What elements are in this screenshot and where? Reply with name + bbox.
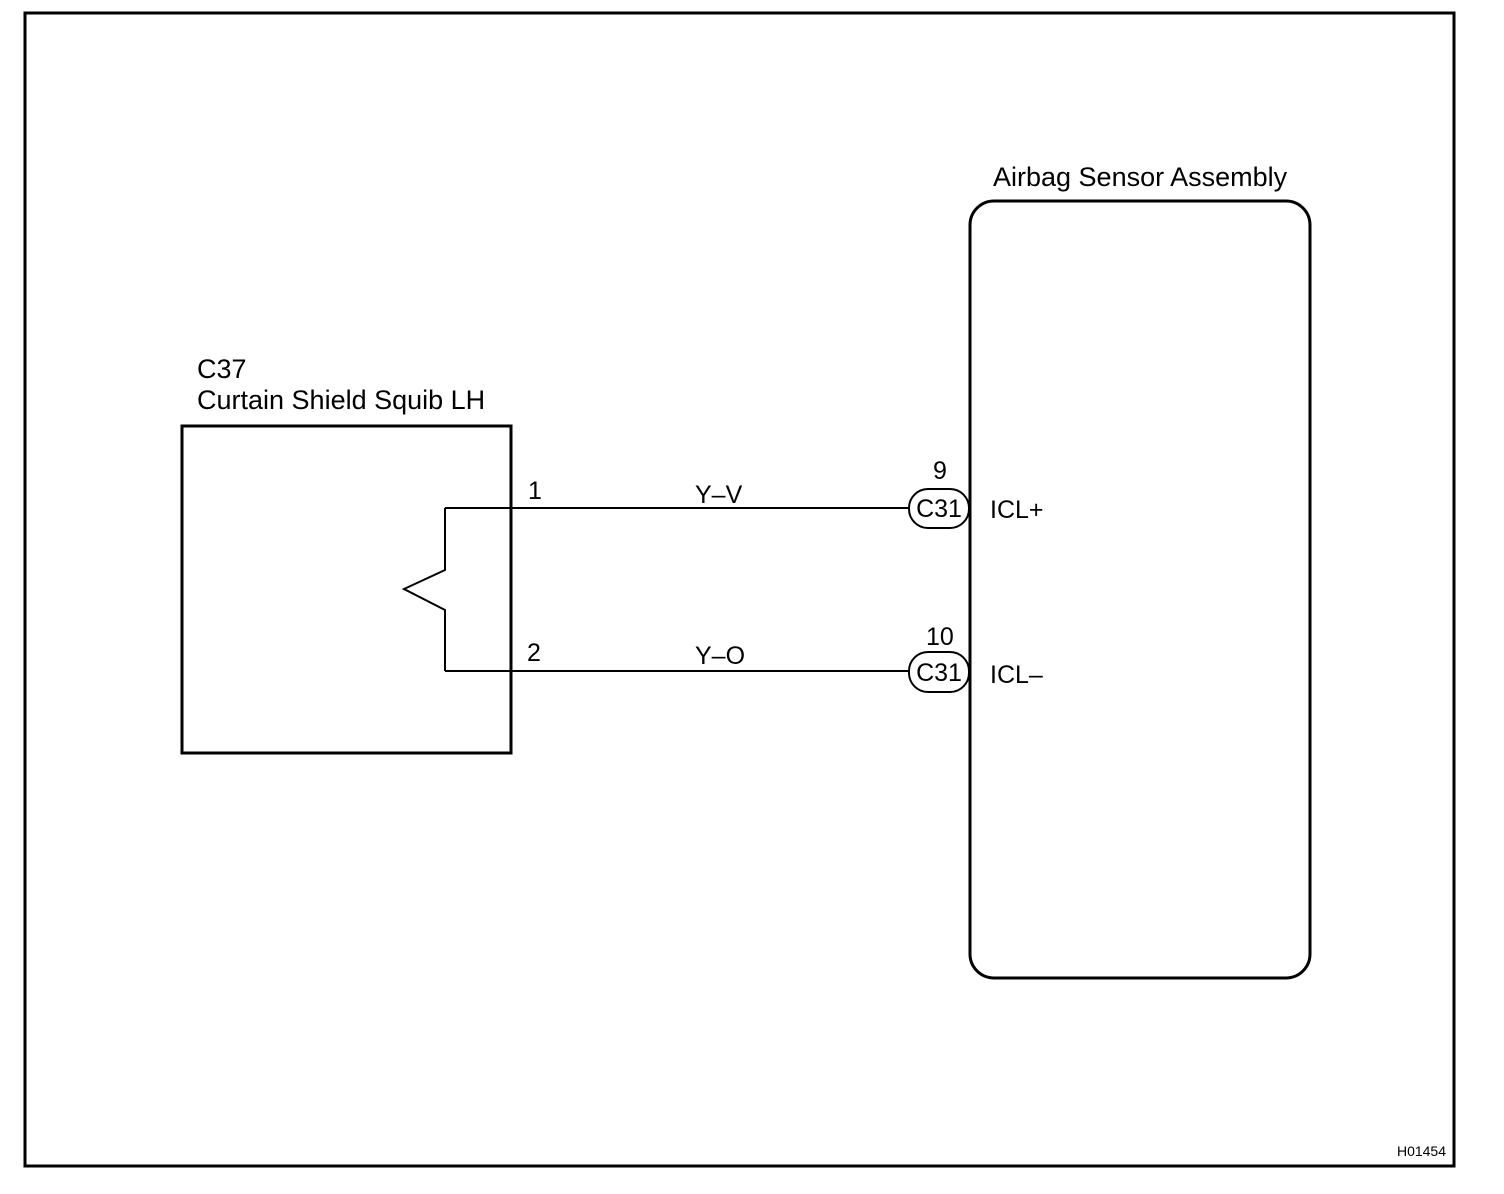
- squib-name-label: Curtain Shield Squib LH: [197, 385, 485, 415]
- squib-pin-2-label: 2: [527, 639, 541, 667]
- terminal-9-number: 9: [933, 457, 947, 485]
- diagram-id-label: H01454: [1397, 1143, 1446, 1159]
- squib-connector-label: C37: [197, 354, 247, 384]
- connector-c31-pin9-label: C31: [916, 495, 962, 523]
- sensor-name-label: Airbag Sensor Assembly: [993, 162, 1288, 192]
- diagram-frame: [23, 11, 1456, 1168]
- squib-box: [180, 424, 513, 755]
- squib-element-symbol: [401, 508, 446, 671]
- wire-1-color-label: Y–V: [695, 481, 743, 509]
- terminal-icl-plus-label: ICL+: [990, 496, 1044, 524]
- wire-2-color-label: Y–O: [695, 642, 745, 670]
- squib-pin-1-label: 1: [528, 477, 542, 505]
- sensor-box: [968, 199, 1312, 980]
- connector-c31-pin10: [908, 651, 970, 693]
- terminal-icl-minus-label: ICL–: [990, 661, 1043, 689]
- connector-c31-pin9: [908, 488, 970, 529]
- connector-c31-pin10-label: C31: [916, 659, 962, 687]
- terminal-10-number: 10: [926, 623, 954, 651]
